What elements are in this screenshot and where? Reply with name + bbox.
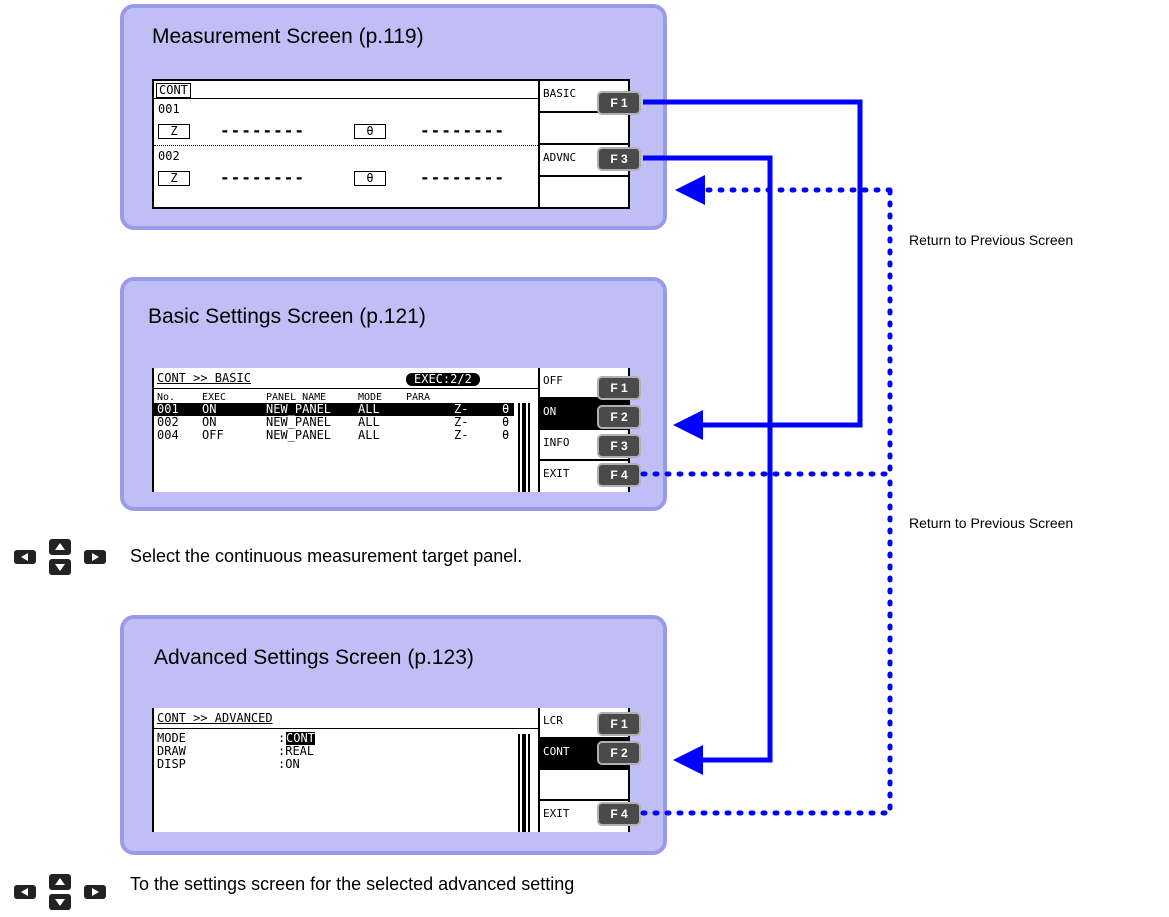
softkey-empty <box>538 177 628 207</box>
f1-key[interactable]: F 1 <box>597 376 641 400</box>
table-cell: Z- <box>454 415 469 429</box>
f3-key[interactable]: F 3 <box>597 147 641 171</box>
table-cell: θ <box>502 415 510 429</box>
lcd-path: CONT >> BASIC <box>157 371 251 385</box>
param-theta-label: θ <box>354 171 386 186</box>
table-cell: θ <box>502 402 510 416</box>
col-panel-name: PANEL NAME <box>266 392 327 403</box>
f3-key[interactable]: F 3 <box>597 434 641 458</box>
value-dashes: -------- <box>220 168 306 187</box>
arrow-to-basic <box>643 99 863 440</box>
return-label: Return to Previous Screen <box>909 232 1074 248</box>
param-theta-label: θ <box>354 124 386 139</box>
softkey-empty <box>538 770 628 801</box>
setting-label: DRAW <box>157 744 186 758</box>
table-cell: 001 <box>157 402 179 416</box>
table-cell: OFF <box>202 428 224 442</box>
basic-settings-panel: Basic Settings Screen (p.121) CONT >> BA… <box>120 277 667 511</box>
value-dashes: -------- <box>220 121 306 140</box>
lcd-header: CONT <box>156 83 191 98</box>
measurement-screen-panel: Measurement Screen (p.119) CONT 001 Z --… <box>120 4 667 230</box>
setting-value-selected[interactable]: CONT <box>286 731 315 745</box>
table-cell: ALL <box>358 415 380 429</box>
advanced-settings-panel: Advanced Settings Screen (p.123) CONT >>… <box>120 615 667 855</box>
row-number: 002 <box>158 149 180 163</box>
table-cell: 002 <box>157 415 179 429</box>
return-path-basic <box>640 187 893 477</box>
arrow-to-advanced <box>643 155 773 775</box>
return-label: Return to Previous Screen <box>909 515 1074 531</box>
basic-settings-title: Basic Settings Screen (p.121) <box>148 305 426 328</box>
table-cell: NEW_PANEL <box>266 402 332 416</box>
table-cell: ON <box>202 402 217 416</box>
f4-key[interactable]: F 4 <box>597 463 641 487</box>
table-cell: θ <box>502 428 510 442</box>
f4-key[interactable]: F 4 <box>597 802 641 826</box>
f1-key[interactable]: F 1 <box>597 712 641 736</box>
setting-label: MODE <box>157 731 186 745</box>
f1-key[interactable]: F 1 <box>597 91 641 115</box>
lcd-path: CONT >> ADVANCED <box>157 711 273 725</box>
measurement-lcd: CONT 001 Z -------- θ -------- 002 Z ---… <box>152 79 630 209</box>
f2-key[interactable]: F 2 <box>597 741 641 765</box>
note-select-panel: Select the continuous measurement target… <box>130 546 523 566</box>
table-cell: ON <box>202 415 217 429</box>
table-cell: 004 <box>157 428 179 442</box>
col-para: PARA <box>406 392 431 403</box>
return-path-advanced <box>640 471 893 816</box>
advanced-lcd: CONT >> ADVANCED MODE : CONT DRAW :REAL … <box>152 708 630 832</box>
measurement-screen-title: Measurement Screen (p.119) <box>152 25 424 48</box>
row-number: 001 <box>158 102 180 116</box>
table-cell: ALL <box>358 428 380 442</box>
param-z-label: Z <box>158 124 190 139</box>
f2-key[interactable]: F 2 <box>597 405 641 429</box>
cursor-keys-icon <box>14 537 106 577</box>
col-no: No. <box>157 392 176 403</box>
scrollbar[interactable] <box>518 403 530 492</box>
exec-count: EXEC:2/2 <box>406 373 480 386</box>
advanced-settings-title: Advanced Settings Screen (p.123) <box>154 646 474 669</box>
col-exec: EXEC <box>202 392 227 403</box>
table-cell: Z- <box>454 428 469 442</box>
col-mode: MODE <box>358 392 383 403</box>
table-cell: NEW_PANEL <box>266 415 332 429</box>
basic-lcd: CONT >> BASIC EXEC:2/2 No. EXEC PANEL NA… <box>152 368 630 492</box>
table-cell: Z- <box>454 402 469 416</box>
value-dashes: -------- <box>420 121 506 140</box>
value-dashes: -------- <box>420 168 506 187</box>
softkey-empty <box>538 113 628 145</box>
scrollbar[interactable] <box>518 734 530 832</box>
note-advanced-setting: To the settings screen for the selected … <box>130 874 575 894</box>
table-cell: ALL <box>358 402 380 416</box>
table-row-selected[interactable] <box>154 403 514 416</box>
colon: : <box>278 731 286 745</box>
param-z-label: Z <box>158 171 190 186</box>
setting-label: DISP <box>157 757 186 771</box>
cursor-keys-icon <box>14 872 106 912</box>
setting-value[interactable]: :REAL <box>278 744 315 758</box>
table-cell: NEW_PANEL <box>266 428 332 442</box>
setting-value[interactable]: :ON <box>278 757 300 771</box>
